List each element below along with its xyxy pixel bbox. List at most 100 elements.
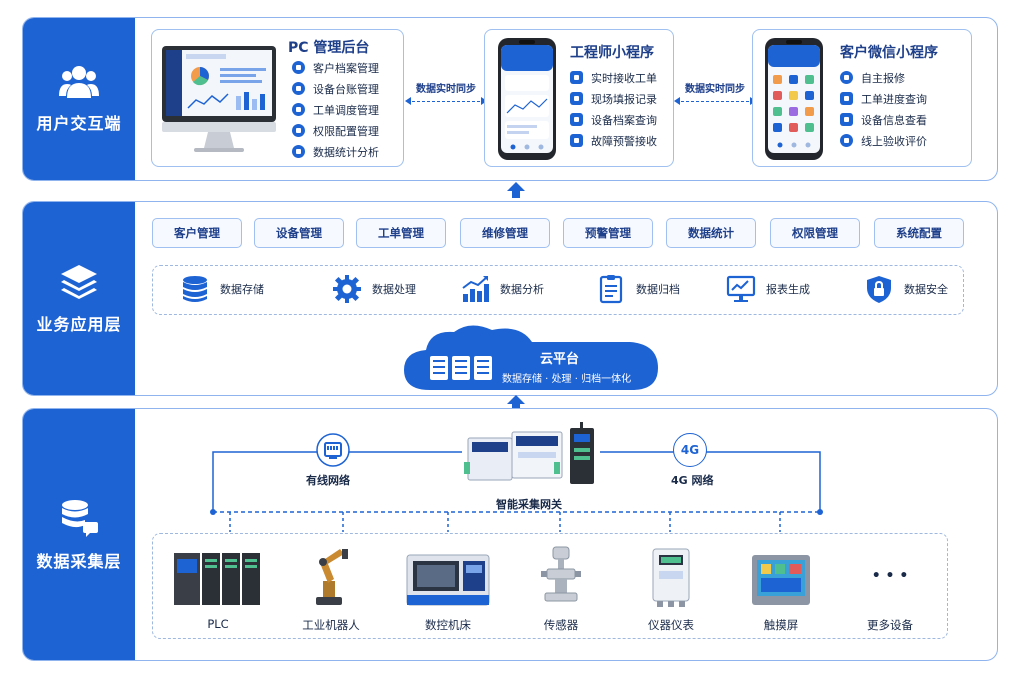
wireless-network-label: 4G 网络 xyxy=(671,474,714,487)
customer-feature-label: 设备信息查看 xyxy=(861,113,927,127)
wired-network-label: 有线网络 xyxy=(306,474,350,487)
sync-label: 数据实时同步 xyxy=(685,84,745,95)
bar-chart-icon xyxy=(462,276,489,302)
cloud-platform-icon xyxy=(404,325,658,390)
engineer-feature-label: 现场填报记录 xyxy=(591,92,657,106)
database-chat-icon xyxy=(62,499,98,537)
meter-icon xyxy=(652,548,690,607)
check-icon xyxy=(840,134,853,147)
module-permission: 权限管理 xyxy=(770,218,860,248)
robot-arm-icon xyxy=(316,549,348,605)
document-icon xyxy=(599,275,623,304)
device-ledger-icon xyxy=(292,82,305,95)
report-screen-icon xyxy=(726,275,756,302)
customer-title: 客户微信小程序 xyxy=(840,45,938,61)
layers-stack-icon xyxy=(61,264,97,299)
customer-feature-item: 工单进度查询 xyxy=(840,88,927,109)
phone-icon xyxy=(498,38,556,160)
up-arrow-icon xyxy=(507,182,525,198)
progress-icon xyxy=(840,92,853,105)
device-label: 工业机器人 xyxy=(302,618,360,632)
pc-feature-label: 数据统计分析 xyxy=(313,145,379,159)
pc-feature-item: 权限配置管理 xyxy=(292,120,379,141)
pc-feature-label: 权限配置管理 xyxy=(313,124,379,138)
statistics-icon xyxy=(292,145,305,158)
customer-feature-item: 设备信息查看 xyxy=(840,109,927,130)
device-touchscreen: 触摸屏 xyxy=(731,545,831,633)
more-dots-icon: • • • xyxy=(871,568,909,584)
device-cnc: 数控机床 xyxy=(398,545,498,633)
customer-feature-label: 工单进度查询 xyxy=(861,92,927,106)
function-label: 数据安全 xyxy=(904,283,948,296)
dispatch-icon xyxy=(292,103,305,116)
collect-layer-header: 数据采集层 xyxy=(23,409,135,660)
function-label: 数据归档 xyxy=(636,283,680,296)
gateway-label: 智能采集网关 xyxy=(496,498,562,511)
device-instrument: 仪器仪表 xyxy=(621,545,721,633)
sensor-icon xyxy=(541,546,581,602)
phone-icon xyxy=(765,38,823,160)
record-form-icon xyxy=(570,92,583,105)
cloud-platform-subtitle: 数据存储 · 处理 · 归档一体化 xyxy=(502,374,632,385)
plc-icon xyxy=(174,553,260,605)
customer-archive-icon xyxy=(292,61,305,74)
engineer-feature-label: 实时接收工单 xyxy=(591,71,657,85)
pc-feature-item: 客户档案管理 xyxy=(292,57,379,78)
database-icon xyxy=(183,276,207,302)
pc-feature-label: 客户档案管理 xyxy=(313,61,379,75)
device-label: 传感器 xyxy=(543,618,579,632)
module-repair: 维修管理 xyxy=(460,218,550,248)
pc-feature-list: 客户档案管理 设备台账管理 工单调度管理 权限配置管理 数据统计分析 xyxy=(292,57,379,162)
sync-label: 数据实时同步 xyxy=(416,84,476,95)
device-more: • • • 更多设备 xyxy=(840,545,940,633)
4g-badge-text: 4G xyxy=(680,443,700,457)
business-layer-title: 业务应用层 xyxy=(36,314,122,334)
bidirectional-arrow-icon xyxy=(674,97,756,105)
device-label: 触摸屏 xyxy=(763,618,799,632)
pc-feature-item: 数据统计分析 xyxy=(292,141,379,162)
engineer-feature-item: 现场填报记录 xyxy=(570,88,657,109)
function-label: 报表生成 xyxy=(766,283,810,296)
users-icon xyxy=(59,66,99,98)
permission-icon xyxy=(292,124,305,137)
cnc-machine-icon xyxy=(406,554,490,606)
4g-icon: 4G xyxy=(673,433,707,467)
function-label: 数据处理 xyxy=(372,283,416,296)
module-device: 设备管理 xyxy=(254,218,344,248)
bidirectional-arrow-icon xyxy=(405,97,487,105)
engineer-feature-label: 设备档案查询 xyxy=(591,113,657,127)
ethernet-icon xyxy=(316,433,350,467)
shield-lock-icon xyxy=(867,276,891,303)
monitor-icon xyxy=(162,46,276,152)
engineer-feature-item: 实时接收工单 xyxy=(570,67,657,88)
function-processing: 数据处理 xyxy=(332,272,416,306)
alarm-bell-icon xyxy=(570,134,583,147)
devices-group xyxy=(152,533,948,639)
collect-layer-title: 数据采集层 xyxy=(36,551,122,571)
module-alert: 预警管理 xyxy=(563,218,653,248)
device-label: 数控机床 xyxy=(425,618,471,632)
device-robot: 工业机器人 xyxy=(281,545,381,633)
archive-search-icon xyxy=(570,113,583,126)
function-security: 数据安全 xyxy=(864,272,948,306)
cloud-platform-title: 云平台 xyxy=(540,352,580,367)
device-label: 更多设备 xyxy=(867,618,913,632)
gateway-devices-icon xyxy=(464,422,594,484)
user-layer-title: 用户交互端 xyxy=(36,114,122,133)
module-work-order: 工单管理 xyxy=(356,218,446,248)
device-label: PLC xyxy=(207,617,229,631)
module-customer: 客户管理 xyxy=(152,218,242,248)
user-layer-header: 用户交互端 xyxy=(23,18,135,180)
device-info-icon xyxy=(840,113,853,126)
function-analysis: 数据分析 xyxy=(460,272,544,306)
engineer-feature-list: 实时接收工单 现场填报记录 设备档案查询 故障预警接收 xyxy=(570,67,657,151)
customer-feature-label: 自主报修 xyxy=(861,71,905,85)
module-config: 系统配置 xyxy=(874,218,964,248)
function-report: 报表生成 xyxy=(726,272,810,306)
function-label: 数据存储 xyxy=(220,283,264,296)
engineer-feature-label: 故障预警接收 xyxy=(591,134,657,148)
customer-feature-list: 自主报修 工单进度查询 设备信息查看 线上验收评价 xyxy=(840,67,927,151)
pc-feature-label: 工单调度管理 xyxy=(313,103,379,117)
gear-icon xyxy=(333,275,361,303)
up-arrow-icon xyxy=(507,395,525,411)
